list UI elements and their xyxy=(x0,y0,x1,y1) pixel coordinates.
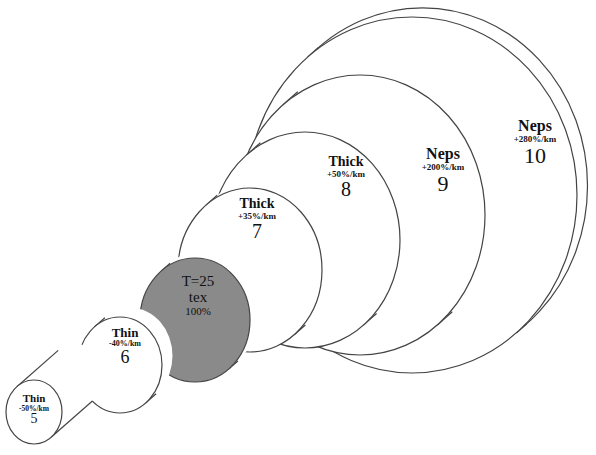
band-heading: Thin xyxy=(109,326,141,340)
band-heading: Thick xyxy=(238,197,276,212)
callout-number: 9 xyxy=(422,172,465,195)
callout-number: 7 xyxy=(238,221,276,242)
cylinder-band: Neps+200%/km9 xyxy=(422,146,465,195)
band-heading: Neps xyxy=(422,146,465,163)
callout-number: 10 xyxy=(514,144,557,167)
defect-rate: -40%/km xyxy=(109,340,141,348)
callout-number: 5 xyxy=(19,412,49,427)
cylinder-face xyxy=(6,380,62,444)
percent-label: 100% xyxy=(176,306,220,318)
cylinder-band: Neps+280%/km10 xyxy=(514,118,557,167)
cylinder-band: Thick+35%/km7 xyxy=(238,197,276,242)
cylinder xyxy=(6,344,103,444)
band-heading: Thick xyxy=(327,155,365,170)
callout-number: 8 xyxy=(327,179,365,200)
band-heading: Thin xyxy=(19,393,49,405)
callout-number: 6 xyxy=(109,348,141,367)
defect-rate: +280%/km xyxy=(514,135,557,144)
defect-rate: +200%/km xyxy=(422,163,465,172)
defect-rate: +50%/km xyxy=(327,170,365,179)
defect-rate: +35%/km xyxy=(238,212,276,221)
count-label: T=25 tex xyxy=(176,274,220,306)
band-heading: Neps xyxy=(514,118,557,135)
defect-rate: -50%/km xyxy=(19,405,49,413)
cylinder-band: T=25 tex100% xyxy=(176,274,220,317)
cylinder-band: Thin-40%/km6 xyxy=(109,326,141,367)
cylinder-band: Thin-50%/km5 xyxy=(19,393,49,427)
cylinder-band: Thick+50%/km8 xyxy=(327,155,365,200)
